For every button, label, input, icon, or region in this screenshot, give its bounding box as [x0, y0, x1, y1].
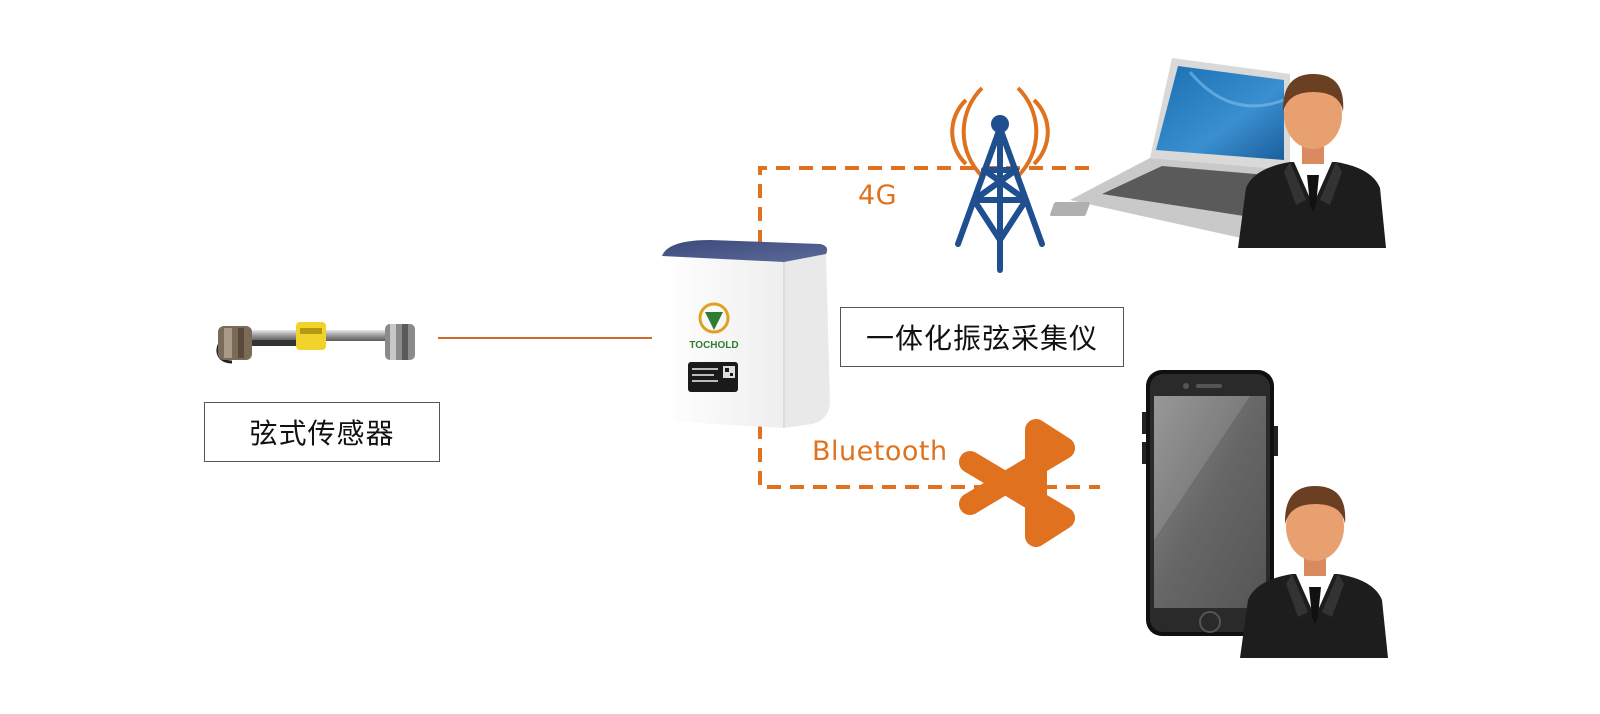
- acquisition-device-icon: TOCHOLD: [662, 240, 830, 428]
- cellular-link-label: 4G: [858, 180, 898, 211]
- device-brand: TOCHOLD: [689, 340, 738, 351]
- bluetooth-icon: [959, 419, 1075, 547]
- vibrating-wire-sensor-icon: [216, 322, 415, 364]
- sensor-label-text: 弦式传感器: [249, 417, 395, 450]
- cell-tower-icon: [950, 86, 1050, 273]
- collector-label-text: 一体化振弦采集仪: [865, 322, 1098, 355]
- sensor-label: 弦式传感器: [204, 402, 440, 462]
- cellular-link-line: [758, 166, 1098, 244]
- collector-label: 一体化振弦采集仪: [840, 307, 1124, 367]
- bluetooth-link-label: Bluetooth: [812, 436, 948, 467]
- laptop-with-user-icon: [1049, 58, 1386, 248]
- smartphone-with-user-icon: [1142, 370, 1388, 658]
